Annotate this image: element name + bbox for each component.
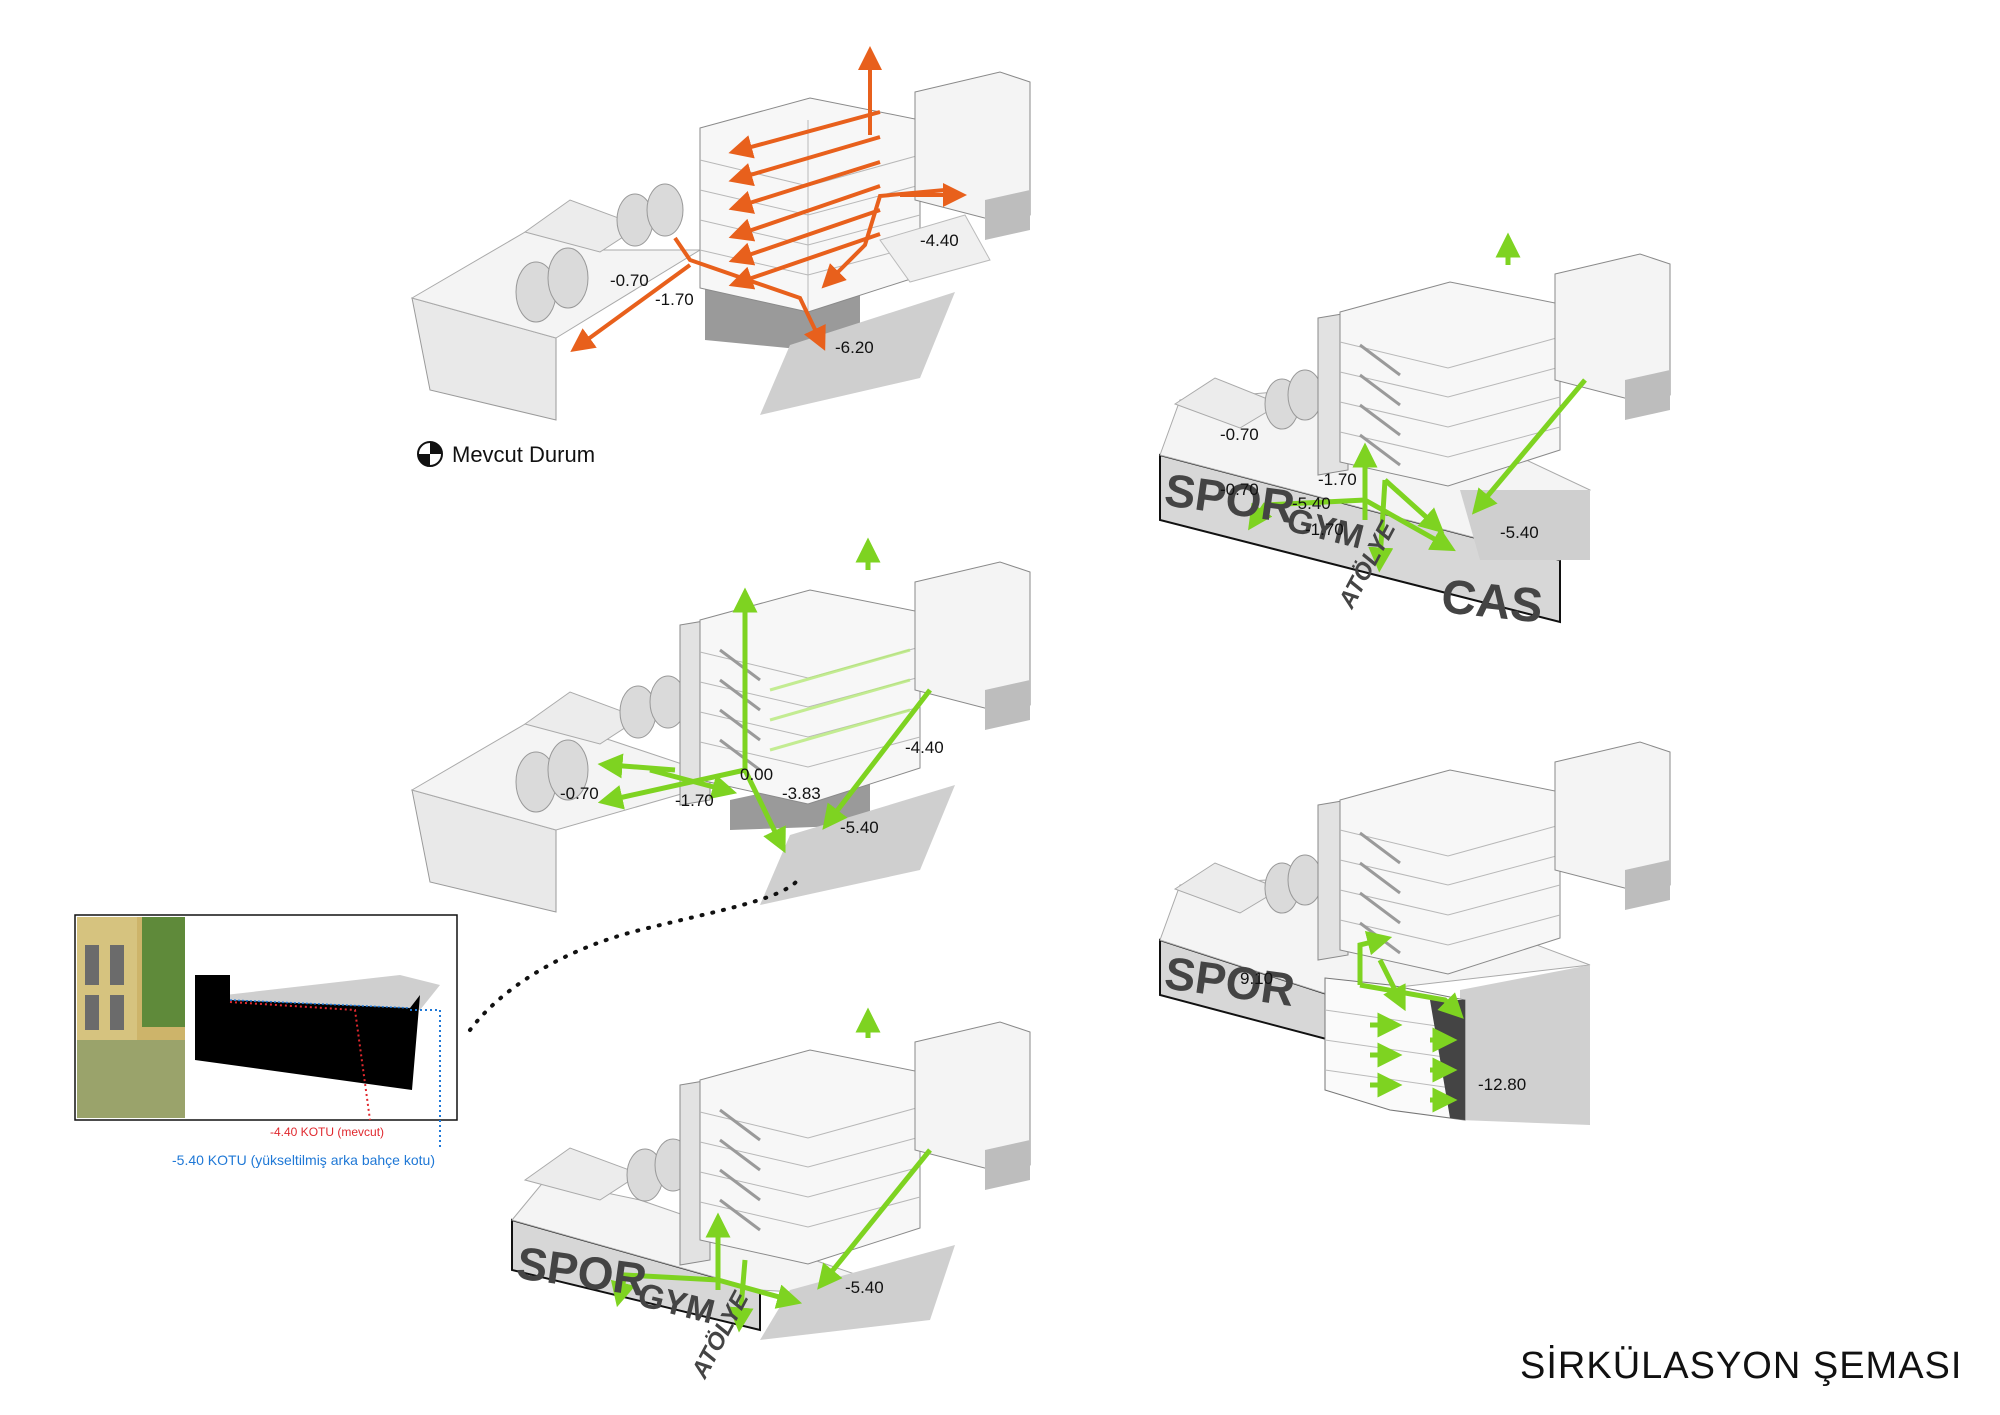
rear-building (1554, 741, 1671, 910)
rear-building (914, 1021, 1031, 1190)
sheet-title: SİRKÜLASYON ŞEMASI (1520, 1344, 1962, 1387)
detail-connector (468, 878, 800, 1032)
level-label: -0.70 (1220, 480, 1259, 499)
lower-court (760, 785, 955, 905)
rear-building (1554, 253, 1671, 420)
existing-state-diagram: -0.70 -1.70 -4.40 -6.20 (410, 46, 1031, 421)
tree-icon (547, 739, 589, 801)
proposal-d-diagram: SPOR 9.10 -12.80 (1159, 741, 1671, 1125)
tree-icon (1287, 369, 1323, 421)
level-label: -1.70 (655, 290, 694, 309)
proposed-circulation-arrows (597, 537, 932, 854)
level-label: -1.70 (1318, 470, 1357, 489)
rear-building (914, 561, 1031, 730)
existing-circulation-arrows (570, 46, 967, 353)
lower-court (760, 1245, 955, 1340)
level-label: -6.20 (835, 338, 874, 357)
main-building (1339, 281, 1561, 487)
proposed-circulation-arrows (1248, 232, 1587, 573)
legend-label: Mevcut Durum (452, 442, 595, 467)
level-label: -12.80 (1478, 1075, 1526, 1094)
proposed-circulation-arrows (610, 1007, 932, 1333)
tree-icon (646, 183, 684, 237)
proposed-circulation-arrows (1357, 930, 1464, 1113)
level-label: -1.70 (675, 791, 714, 810)
legend: Mevcut Durum (417, 441, 595, 467)
level-label: 9.10 (1240, 969, 1273, 988)
existing-level-note: -4.40 KOTU (mevcut) (270, 1125, 384, 1139)
level-label: -4.40 (905, 738, 944, 757)
program-label-cas: CAS (1439, 570, 1545, 633)
site-photo (77, 917, 185, 1118)
proposal-c-diagram: SPOR GYM ATÖLYE CAS -0.70 -0.70 -1.70 -5… (1159, 232, 1671, 634)
level-label: -5.40 (840, 818, 879, 837)
section-detail: -4.40 KOTU (mevcut) -5.40 KOTU (yükselti… (74, 914, 458, 1168)
level-label: -5.40 (1500, 523, 1539, 542)
level-label: 0.00 (740, 765, 773, 784)
existing-level-leader (229, 1001, 371, 1121)
main-building (699, 1049, 921, 1265)
proposal-a-diagram: -0.70 -1.70 0.00 -3.83 -4.40 -5.40 (410, 537, 1031, 913)
level-label: -5.40 (1292, 494, 1331, 513)
level-label: -0.70 (1220, 425, 1259, 444)
section-upper (225, 975, 440, 1010)
lower-block (1460, 965, 1590, 1125)
level-label: -5.40 (845, 1278, 884, 1297)
level-label: -1.70 (1305, 520, 1344, 539)
proposal-b-diagram: SPOR GYM ATÖLYE -5.40 (511, 1007, 1031, 1384)
main-building (699, 589, 921, 805)
main-building (1339, 769, 1561, 975)
raised-level-note: -5.40 KOTU (yükseltilmiş arka bahçe kotu… (172, 1152, 435, 1168)
section-marker-icon (417, 441, 443, 467)
tree-icon (547, 247, 589, 309)
level-label: -3.83 (782, 784, 821, 803)
raised-level-leader (410, 1009, 441, 1150)
level-label: -0.70 (560, 784, 599, 803)
tree-icon (1287, 854, 1323, 906)
lower-court (760, 292, 955, 415)
level-label: -4.40 (920, 231, 959, 250)
level-label: -0.70 (610, 271, 649, 290)
